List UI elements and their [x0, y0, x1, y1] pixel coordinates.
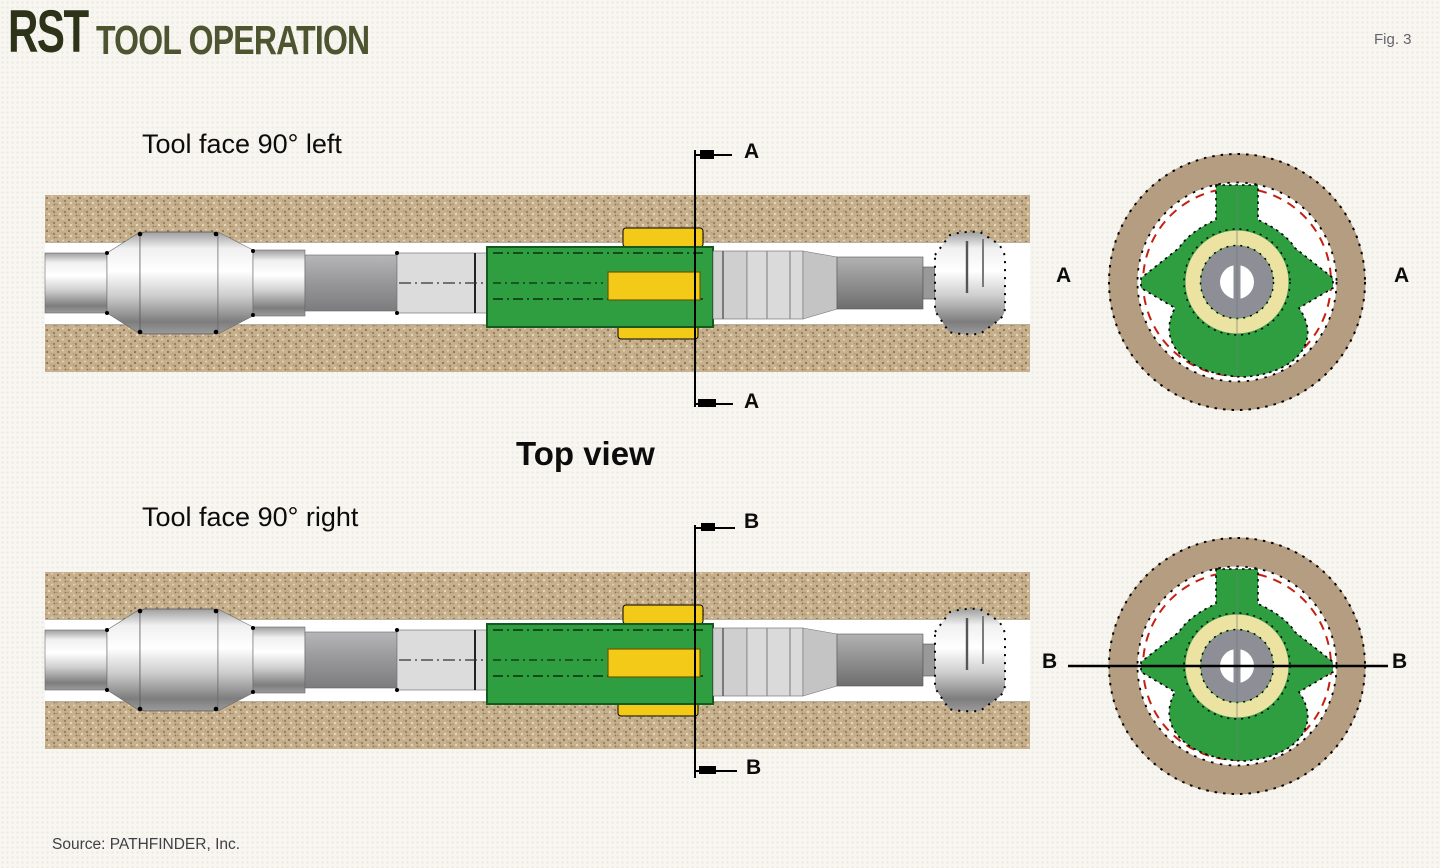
section-b-label-top: B [744, 510, 760, 533]
section-b-label-right: B [1392, 650, 1408, 673]
lower-wellbore-drawing [43, 570, 1032, 751]
toolface-right-label: Tool face 90° right [142, 502, 359, 532]
product-name: RST [8, 0, 89, 65]
source-credit: Source: PATHFINDER, Inc. [52, 836, 241, 853]
section-line-a [694, 150, 733, 407]
upper-wellbore-drawing [43, 193, 1032, 374]
section-a-label-bottom: A [744, 390, 760, 413]
section-a-label-right: A [1394, 264, 1410, 287]
section-line-b [694, 523, 737, 778]
page-title: TOOL OPERATION [96, 17, 370, 63]
top-view-caption: Top view [516, 435, 655, 472]
section-a-label-left: A [1056, 264, 1072, 287]
section-a-label-top: A [744, 140, 760, 163]
cross-section-a [1109, 154, 1365, 410]
section-b-label-bottom: B [746, 756, 762, 779]
figure-number: Fig. 3 [1374, 31, 1412, 48]
section-b-label-left: B [1042, 650, 1058, 673]
toolface-left-label: Tool face 90° left [142, 129, 342, 159]
